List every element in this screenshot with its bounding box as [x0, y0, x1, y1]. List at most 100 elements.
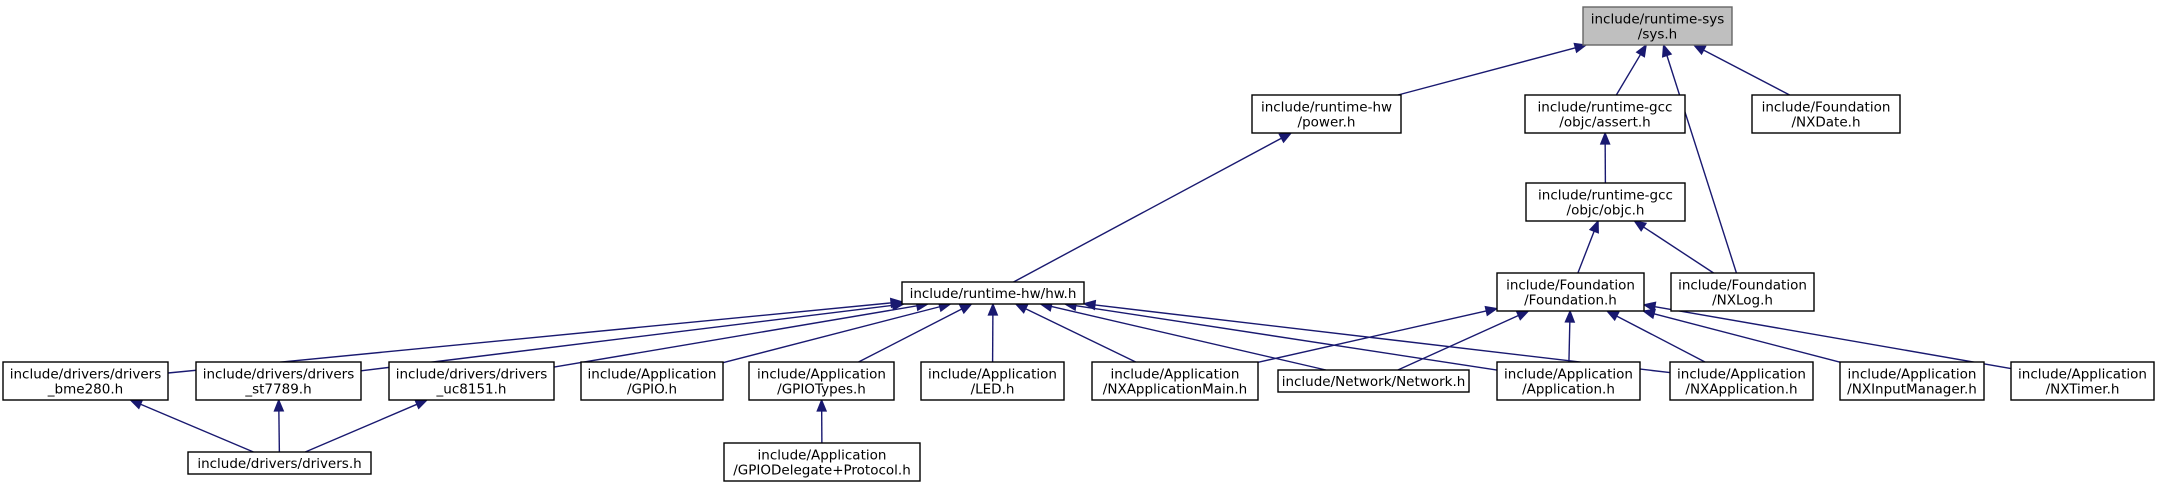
node-network[interactable]: include/Network/Network.h [1277, 369, 1470, 393]
node-box [187, 451, 372, 475]
arrowhead-icon [273, 398, 285, 412]
edge-line [278, 410, 281, 453]
edge-line [1257, 310, 1487, 364]
node-label-line: include/Network/Network.h [1282, 374, 1466, 390]
node-label-line: /NXApplicationMain.h [1103, 382, 1247, 398]
node-uc8151[interactable]: include/drivers/drivers_uc8151.h [388, 361, 555, 401]
edge-line [140, 403, 254, 453]
node-nxtimer[interactable]: include/Application/NXTimer.h [2010, 361, 2155, 401]
edge-foundation-to-objc [1577, 219, 1599, 274]
node-assert[interactable]: include/runtime-gcc/objc/assert.h [1524, 94, 1686, 134]
node-box [723, 442, 921, 482]
node-nxlog[interactable]: include/Foundation/NXLog.h [1670, 272, 1815, 312]
node-label-line: include/Application [1677, 367, 1806, 383]
node-st7789[interactable]: include/drivers/drivers_st7789.h [195, 361, 362, 401]
edge-st7789-to-hw [360, 300, 906, 372]
edge-uc8151-to-hw [553, 300, 930, 368]
node-label-line: /NXDate.h [1791, 115, 1860, 131]
node-power[interactable]: include/runtime-hw/power.h [1251, 94, 1402, 134]
edges-layer [128, 42, 2012, 453]
node-label-line: /GPIOTypes.h [777, 382, 866, 398]
node-box [901, 281, 1085, 305]
edge-line [1568, 321, 1571, 363]
edge-line [1703, 49, 1790, 96]
arrowhead-icon [1515, 310, 1530, 321]
edge-line [1615, 54, 1642, 96]
node-label-line: /NXTimer.h [2046, 382, 2120, 398]
arrowhead-icon [1642, 301, 1657, 313]
arrowhead-icon [891, 300, 906, 311]
arrowhead-icon [1278, 132, 1293, 144]
node-objc[interactable]: include/runtime-gcc/objc/objc.h [1525, 182, 1686, 222]
node-gpiotypes[interactable]: include/Application/GPIOTypes.h [748, 361, 895, 401]
node-box [1670, 272, 1815, 312]
arrowhead-icon [958, 303, 973, 315]
arrowhead-icon [1661, 43, 1673, 58]
node-label-line: include/Foundation [1762, 100, 1891, 116]
node-application[interactable]: include/Application/Application.h [1496, 361, 1641, 401]
node-box [1582, 6, 1733, 46]
node-label-line: _st7789.h [244, 382, 311, 398]
edge-network-to-foundation [1397, 310, 1530, 371]
node-label-line: /NXLog.h [1712, 293, 1773, 309]
arrowhead-icon [1082, 299, 1097, 311]
node-nxdate[interactable]: include/Foundation/NXDate.h [1751, 94, 1901, 134]
node-drivers[interactable]: include/drivers/drivers.h [187, 451, 372, 475]
node-gpiodelegate[interactable]: include/Application/GPIODelegate+Protoco… [723, 442, 921, 482]
node-gpio[interactable]: include/Application/GPIO.h [580, 361, 724, 401]
arrowhead-icon [1484, 305, 1499, 317]
edge-application-to-foundation [1564, 309, 1576, 363]
edge-objc-to-assert [1599, 131, 1611, 184]
node-label-line: include/Application [588, 367, 717, 383]
edge-drivers-to-uc8151 [304, 399, 429, 453]
node-bme280[interactable]: include/drivers/drivers_bme280.h [2, 361, 169, 401]
node-label-line: /Application.h [1522, 382, 1615, 398]
node-nxinput[interactable]: include/Application/NXInputManager.h [1839, 361, 1985, 401]
edge-line [1616, 315, 1706, 363]
node-label-line: /NXInputManager.h [1847, 382, 1977, 398]
arrowhead-icon [414, 399, 429, 410]
node-box [1524, 94, 1686, 134]
arrowhead-icon [1641, 308, 1656, 320]
node-label-line: include/Application [1111, 367, 1240, 383]
edge-line [1397, 47, 1576, 96]
node-box [748, 361, 895, 401]
node-box [1525, 182, 1686, 222]
edge-nxlog-to-objc [1633, 220, 1714, 274]
node-label-line: include/Application [758, 448, 887, 464]
node-foundation[interactable]: include/Foundation/Foundation.h [1496, 272, 1645, 312]
edge-nxlog-to-sys [1661, 43, 1738, 274]
node-label-line: include/drivers/drivers [396, 367, 548, 383]
node-label-line: include/drivers/drivers [203, 367, 355, 383]
node-label-line: /objc/assert.h [1559, 115, 1650, 131]
edge-line [1013, 137, 1282, 283]
edge-line [1654, 305, 2012, 370]
node-box [1496, 361, 1641, 401]
edge-line [1397, 314, 1519, 371]
edge-line [360, 304, 893, 372]
node-led[interactable]: include/Application/LED.h [920, 361, 1065, 401]
node-box [2010, 361, 2155, 401]
node-box [2, 361, 169, 401]
node-box [920, 361, 1065, 401]
node-label-line: include/Application [1848, 367, 1977, 383]
node-nxappmain[interactable]: include/Application/NXApplicationMain.h [1091, 361, 1259, 401]
node-box [1669, 361, 1814, 401]
node-nxapplication[interactable]: include/Application/NXApplication.h [1669, 361, 1814, 401]
edge-nxappmain-to-foundation [1257, 305, 1499, 364]
edge-nxtimer-to-foundation [1642, 301, 2012, 370]
node-box [195, 361, 362, 401]
node-label-line: include/Application [1504, 367, 1633, 383]
node-label-line: include/runtime-gcc [1538, 100, 1673, 116]
edge-assert-to-sys [1615, 43, 1647, 96]
arrowhead-icon [1014, 303, 1029, 314]
edge-line [722, 306, 940, 364]
edge-led-to-hw [987, 302, 999, 363]
node-label-line: /power.h [1298, 115, 1356, 131]
arrowhead-icon [1599, 131, 1611, 145]
arrowhead-icon [1588, 219, 1599, 234]
edge-hw-to-power [1013, 132, 1293, 283]
node-label-line: /GPIO.h [627, 382, 677, 398]
node-hw[interactable]: include/runtime-hw/hw.h [901, 281, 1085, 305]
